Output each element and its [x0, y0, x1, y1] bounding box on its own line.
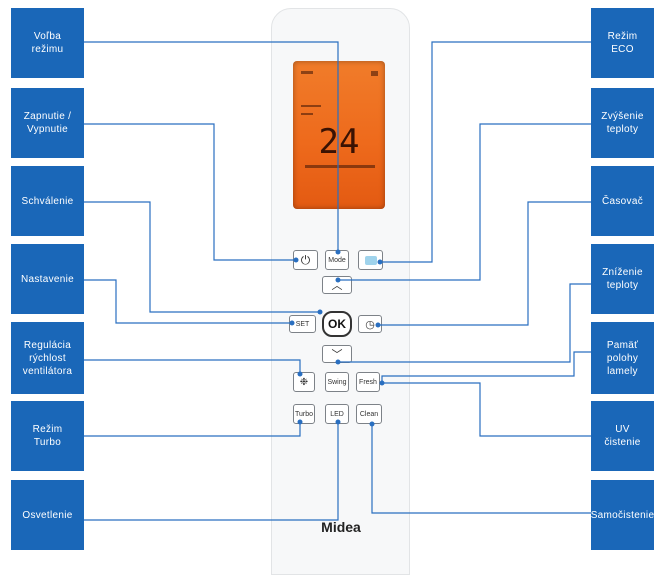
leader-dot	[317, 309, 323, 315]
label-zvysenie-teploty: Zvýšenie teploty	[591, 88, 654, 158]
lcd-segment	[301, 71, 313, 74]
label-samocistenie: Samočistenie	[591, 480, 654, 550]
eco-button[interactable]	[358, 250, 383, 270]
leader-dot	[335, 249, 341, 255]
leader-volba-rezimu	[84, 41, 339, 252]
leader-uv	[382, 382, 591, 437]
lcd-segment	[301, 113, 313, 115]
leader-dot	[335, 359, 341, 365]
leader-dot	[369, 421, 375, 427]
label-rezim-turbo: Režim Turbo	[11, 401, 84, 471]
label-rezim-eco: Režim ECO	[591, 8, 654, 78]
swing-button[interactable]: Swing	[325, 372, 349, 392]
turbo-button[interactable]: Turbo	[293, 404, 315, 424]
leader-dot	[289, 320, 295, 326]
leader-casovac	[378, 201, 591, 326]
brand-logo: Midea	[321, 519, 361, 535]
leader-dot	[379, 380, 385, 386]
label-nastavenie: Nastavenie	[11, 244, 84, 314]
leader-samocistenie	[371, 424, 591, 514]
timer-button[interactable]: ◷	[358, 315, 382, 333]
leader-dot	[297, 371, 303, 377]
temp-down-button[interactable]: ﹀	[322, 345, 352, 363]
lcd-segment	[305, 165, 375, 168]
lcd-segment	[371, 71, 378, 76]
leader-nastavenie	[84, 279, 292, 324]
fan-button[interactable]: ❉	[293, 372, 315, 392]
label-pamat-polohy: Pamäť polohy lamely	[591, 322, 654, 394]
leader-dot	[335, 277, 341, 283]
leader-dot	[375, 322, 381, 328]
label-regulacia-rychlost: Regulácia rýchlost ventilátora	[11, 322, 84, 394]
lcd-display: 24	[293, 61, 385, 209]
leader-eco	[380, 41, 591, 263]
leader-dot	[293, 257, 299, 263]
label-uv-cistenie: UV čistenie	[591, 401, 654, 471]
mode-button[interactable]: Mode	[325, 250, 349, 270]
ok-button[interactable]: OK	[322, 311, 352, 337]
leader-zapnutie	[84, 123, 296, 261]
lcd-temperature: 24	[318, 122, 360, 162]
set-button[interactable]: SET	[289, 315, 316, 333]
leader-zvysenie	[338, 123, 591, 281]
leader-turbo	[84, 422, 301, 437]
label-volba-rezimu: Voľba režimu	[11, 8, 84, 78]
leader-dot	[297, 419, 303, 425]
label-schvalenie: Schválenie	[11, 166, 84, 236]
label-zapnutie-vypnutie: Zapnutie / Vypnutie	[11, 88, 84, 158]
label-znizenie-teploty: Zníženie teploty	[591, 244, 654, 314]
leader-osvetlenie	[84, 422, 339, 521]
leaf-icon	[364, 255, 377, 265]
leader-znizenie	[338, 283, 591, 363]
leader-regulacia	[84, 359, 301, 374]
label-casovac: Časovač	[591, 166, 654, 236]
fresh-button[interactable]: Fresh	[356, 372, 380, 392]
leader-pamat	[381, 351, 591, 383]
leader-dot	[377, 259, 383, 265]
lcd-segment	[301, 105, 321, 107]
clean-button[interactable]: Clean	[356, 404, 382, 424]
leader-dot	[335, 419, 341, 425]
leader-schvalenie	[84, 201, 320, 313]
label-osvetlenie: Osvetlenie	[11, 480, 84, 550]
